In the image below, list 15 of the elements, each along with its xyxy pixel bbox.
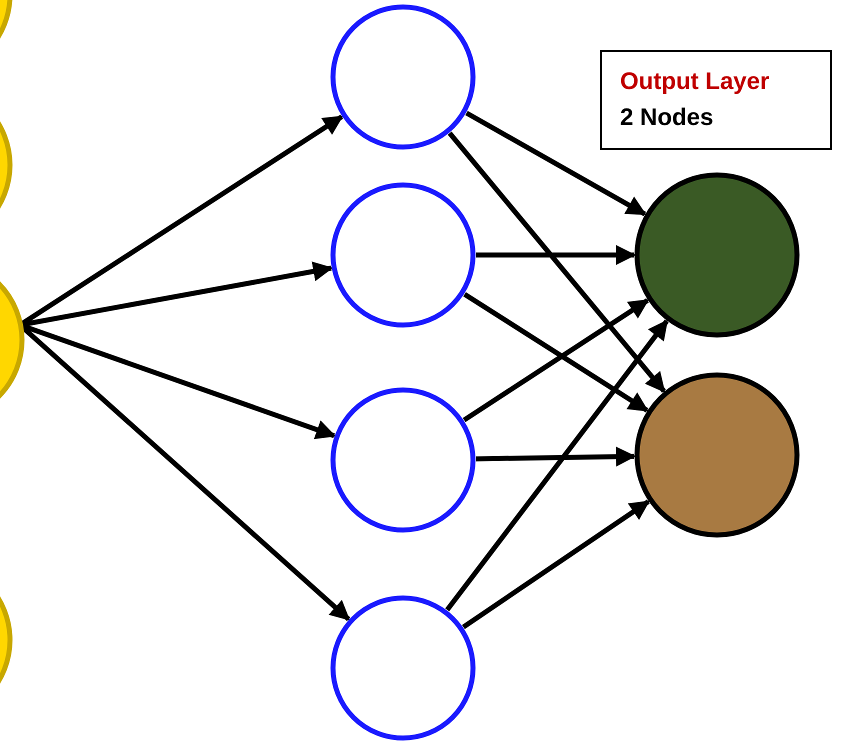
arrow [465, 110, 647, 216]
arrow [476, 245, 636, 265]
arrow [448, 132, 666, 393]
layer-title: Output Layer [620, 67, 770, 97]
arrow [462, 500, 650, 630]
hidden-node-circle [330, 388, 476, 532]
hidden-node-circle [330, 182, 476, 328]
hidden-node-circle [330, 4, 476, 150]
node-count: 2 Nodes [620, 103, 714, 133]
output-node-circle [634, 372, 800, 538]
label-box [600, 50, 832, 150]
hidden-node-circle [330, 596, 476, 740]
arrow [476, 446, 636, 467]
output-node-circle [634, 172, 800, 338]
arrow [445, 319, 669, 612]
